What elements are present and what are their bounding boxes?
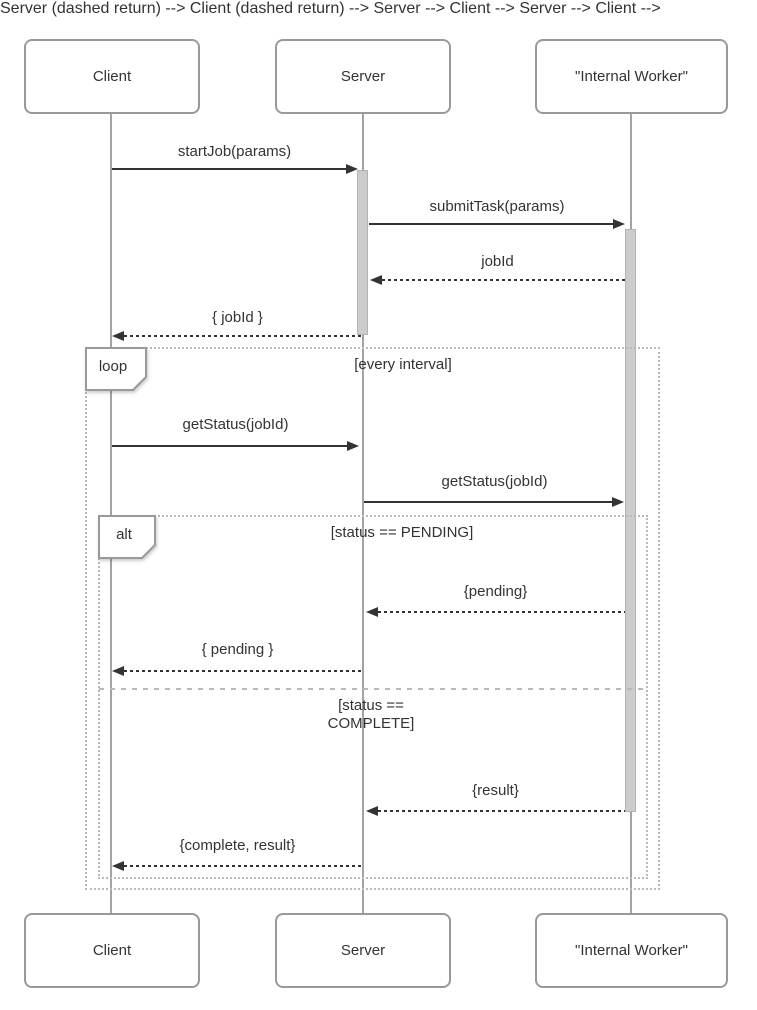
solid-arrowhead-left-icon xyxy=(112,666,124,676)
frame-label-loop: loop xyxy=(85,347,147,391)
message-line-pending-worker xyxy=(378,611,625,613)
participant-box-client-top: Client xyxy=(24,39,200,114)
message-line-complete-client xyxy=(124,865,363,867)
loop-condition-label: [every interval] xyxy=(354,356,452,373)
loop-operator-text: loop xyxy=(98,358,128,375)
message-label-return-job-id: { jobId } xyxy=(212,309,263,326)
participant-box-worker-bottom: "Internal Worker" xyxy=(535,913,728,988)
activation-bar-server xyxy=(357,170,368,335)
frame-alt-divider xyxy=(99,688,647,690)
solid-arrowhead-left-icon xyxy=(112,331,124,341)
activation-bar-worker xyxy=(625,229,636,812)
message-label-job-id: jobId xyxy=(481,253,514,270)
solid-arrowhead-right-icon xyxy=(346,164,358,174)
message-line-job-id xyxy=(382,279,625,281)
solid-arrowhead-left-icon xyxy=(112,861,124,871)
alt-operator-text: alt xyxy=(116,526,132,543)
solid-arrowhead-right-icon xyxy=(347,441,359,451)
message-label-submit-task: submitTask(params) xyxy=(429,198,565,215)
alt-condition-complete-label: [status == COMPLETE] xyxy=(327,697,415,732)
frame-label-pentagon-icon xyxy=(98,515,156,559)
message-line-get-status-server xyxy=(364,501,612,503)
message-label-pending-client: { pending } xyxy=(201,641,274,658)
solid-arrowhead-left-icon xyxy=(366,806,378,816)
frame-label-alt: alt xyxy=(98,515,156,559)
participant-box-server-top: Server xyxy=(275,39,451,114)
solid-arrowhead-right-icon xyxy=(613,219,625,229)
message-label-pending-worker: {pending} xyxy=(463,583,528,600)
message-label-get-status-server: getStatus(jobId) xyxy=(441,473,548,490)
participant-box-worker-top: "Internal Worker" xyxy=(535,39,728,114)
message-line-get-status-client xyxy=(112,445,347,447)
participant-label-server: Server xyxy=(340,68,386,85)
message-line-pending-client xyxy=(124,670,363,672)
frame-loop xyxy=(85,347,660,890)
message-label-complete-client: {complete, result} xyxy=(179,837,296,854)
frame-label-pentagon-icon xyxy=(85,347,147,391)
message-line-submit-task xyxy=(369,223,614,225)
participant-label-server: Server xyxy=(340,942,386,959)
message-label-start-job: startJob(params) xyxy=(177,143,292,160)
participant-label-client: Client xyxy=(92,68,132,85)
frame-alt xyxy=(98,515,648,879)
participant-box-server-bottom: Server xyxy=(275,913,451,988)
participant-label-worker: "Internal Worker" xyxy=(575,68,688,85)
solid-arrowhead-left-icon xyxy=(366,607,378,617)
message-label-get-status-client: getStatus(jobId) xyxy=(182,416,289,433)
lifeline-client xyxy=(110,114,112,913)
solid-arrowhead-left-icon xyxy=(370,275,382,285)
message-line-result-worker xyxy=(378,810,625,812)
lifeline-server xyxy=(362,114,364,913)
message-line-return-job-id xyxy=(124,335,363,337)
participant-box-client-bottom: Client xyxy=(24,913,200,988)
solid-arrowhead-right-icon xyxy=(612,497,624,507)
participant-label-client: Client xyxy=(92,942,132,959)
message-label-result-worker: {result} xyxy=(472,782,519,799)
message-line-start-job xyxy=(112,168,347,170)
alt-condition-pending-label: [status == PENDING] xyxy=(330,524,474,541)
participant-label-worker: "Internal Worker" xyxy=(575,942,688,959)
